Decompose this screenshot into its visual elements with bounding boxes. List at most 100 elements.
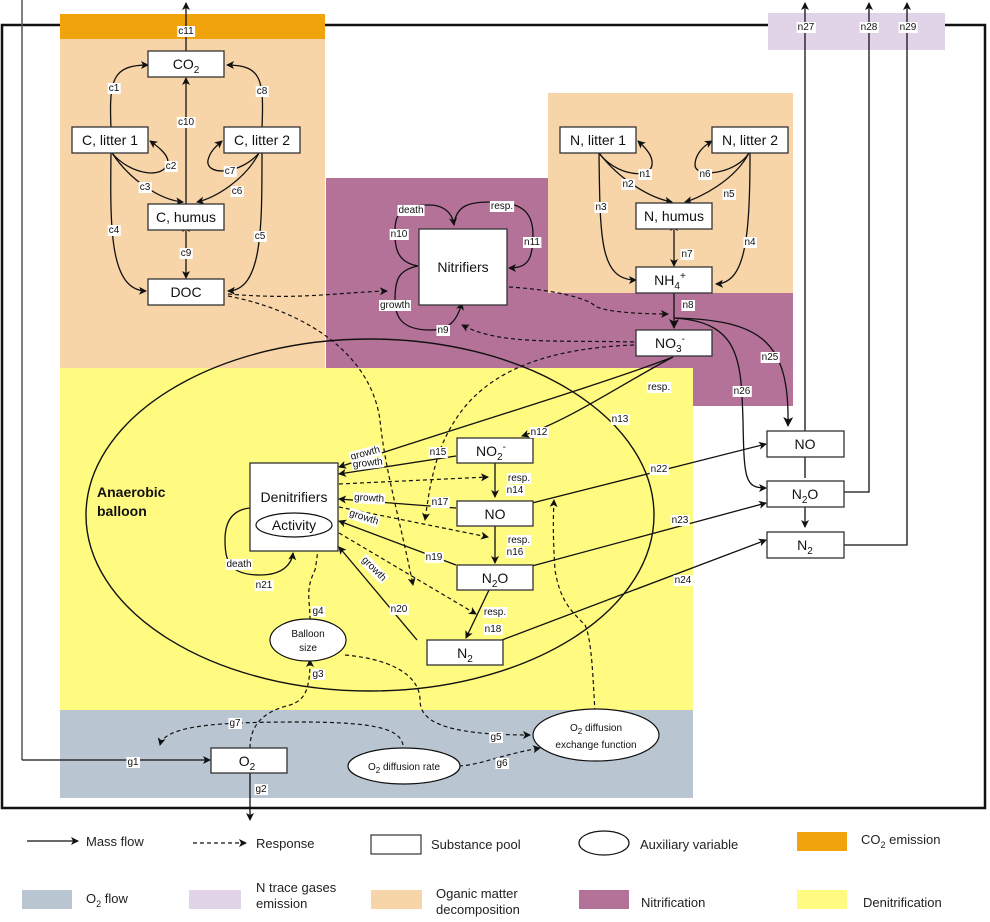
balloon-title-line2: balloon <box>97 503 147 519</box>
flow-label-growth: growth <box>354 492 385 505</box>
aux-activity[interactable] <box>255 512 333 538</box>
svg-text:exchange function: exchange function <box>555 740 636 751</box>
svg-text:N, litter 2: N, litter 2 <box>722 132 778 148</box>
flow-label-resp: resp. <box>491 201 513 212</box>
pool-nh4[interactable]: NH4+ <box>635 266 713 294</box>
pool-n2o-external[interactable]: N2O <box>766 480 845 508</box>
flow-label-bg <box>389 229 409 240</box>
svg-text:N2O: N2O <box>482 570 509 590</box>
pool-n-litter-1[interactable]: N, litter 1 <box>559 126 637 154</box>
aux-o2-exchange-function[interactable]: O2 diffusion exchange function <box>532 708 660 762</box>
flow-label-c11: c11 <box>178 26 194 37</box>
pool-c-litter-2[interactable]: C, litter 2 <box>223 126 301 154</box>
flow-label-bg <box>255 86 269 97</box>
flow-label-bg <box>397 205 425 216</box>
svg-text:NO: NO <box>795 436 816 452</box>
svg-text:Balloon: Balloon <box>291 629 324 640</box>
svg-text:N2O: N2O <box>792 486 819 506</box>
flow-label-resp: resp. <box>508 473 530 484</box>
pool-denitrifiers[interactable]: Denitrifiers Activity <box>249 462 339 552</box>
flow-label-bg <box>177 26 196 37</box>
pool-no3[interactable]: NO3- <box>635 329 713 357</box>
flow-label-bg <box>722 189 736 200</box>
flow-label-n28: n28 <box>861 22 878 33</box>
flow-label-bg <box>505 485 525 496</box>
flow-label-bg <box>351 456 385 471</box>
flow-label-g7: g7 <box>229 718 241 729</box>
aux-balloon-size[interactable]: Balloon size <box>269 618 347 662</box>
flow-label-bg <box>506 473 532 484</box>
flow-label-bg <box>610 414 630 425</box>
svg-text:NO3-: NO3- <box>655 334 685 355</box>
flow-label-bg <box>179 248 193 259</box>
flow-label-n16: n16 <box>507 547 524 558</box>
flow-label-n11: n11 <box>524 237 540 248</box>
legend-n-trace-line1: N trace gases <box>256 880 337 895</box>
flow-label-n17: n17 <box>432 497 449 508</box>
pool-no2[interactable]: NO2- <box>456 437 534 464</box>
n-trace-gas-band <box>768 13 945 50</box>
flow-label-c2: c2 <box>166 161 177 172</box>
pool-co2[interactable]: CO2 <box>147 50 225 78</box>
flow-label-c3: c3 <box>140 182 151 193</box>
flow-label-bg <box>898 22 918 33</box>
flow-label-bg <box>680 249 694 260</box>
pool-n-litter-2[interactable]: N, litter 2 <box>711 126 789 154</box>
pool-n2-external[interactable]: N2 <box>766 531 845 559</box>
flow-label-n14: n14 <box>507 485 524 496</box>
svg-text:size: size <box>299 643 317 654</box>
flow-label-growth: growth <box>352 456 383 470</box>
flow-label-bg <box>489 201 515 212</box>
pool-n2-balloon[interactable]: N2 <box>426 639 504 666</box>
svg-text:C, litter 1: C, litter 1 <box>82 132 138 148</box>
flow-label-bg <box>176 117 196 128</box>
flow-label-n5: n5 <box>723 189 735 200</box>
flow-label-bg <box>424 552 444 563</box>
svg-text:N, litter 1: N, litter 1 <box>570 132 626 148</box>
flow-label-bg <box>670 515 690 526</box>
svg-text:O2 diffusion rate: O2 diffusion rate <box>368 762 441 775</box>
svg-text:O2 diffusion: O2 diffusion <box>570 723 622 736</box>
pool-n-humus[interactable]: N, humus <box>635 202 713 230</box>
legend-auxiliary-variable: Auxiliary variable <box>640 837 738 852</box>
svg-text:C, humus: C, humus <box>156 209 216 225</box>
legend-organic-line2: decomposition <box>436 902 520 917</box>
legend-substance-pool-icon <box>370 834 422 855</box>
svg-text:N2: N2 <box>457 645 473 665</box>
balloon-title-line1: Anaerobic <box>97 484 166 500</box>
anaerobic-balloon <box>85 338 655 692</box>
flow-label-n29: n29 <box>900 22 917 33</box>
flow-label-bg <box>638 169 652 180</box>
pool-c-litter-1[interactable]: C, litter 1 <box>71 126 149 154</box>
pool-no-balloon[interactable]: NO <box>456 500 534 527</box>
pool-doc[interactable]: DOC <box>147 278 225 306</box>
flow-label-bg <box>254 580 274 591</box>
svg-text:C, litter 2: C, litter 2 <box>234 132 290 148</box>
pool-nitrifiers[interactable]: Nitrifiers <box>418 228 508 306</box>
flow-label-g5: g5 <box>490 732 502 743</box>
flow-label-bg <box>698 169 712 180</box>
flow-label-g6: g6 <box>496 758 508 769</box>
pool-n2o-balloon[interactable]: N2O <box>456 564 534 591</box>
pool-c-humus[interactable]: C, humus <box>147 203 225 231</box>
flow-label-c1: c1 <box>109 83 120 94</box>
flow-label-bg <box>489 732 503 743</box>
flow-label-bg <box>673 575 693 586</box>
svg-text:Nitrifiers: Nitrifiers <box>437 259 488 275</box>
flow-label-bg <box>506 535 532 546</box>
aux-o2-diffusion-rate[interactable]: O2 diffusion rate <box>347 747 461 785</box>
pool-no-external[interactable]: NO <box>766 430 845 458</box>
flow-label-n4: n4 <box>744 237 756 248</box>
legend-n-trace-swatch <box>189 890 241 909</box>
pool-o2[interactable]: O2 <box>210 747 288 774</box>
flow-label-bg <box>164 161 178 172</box>
legend-n-trace-line2: emission <box>256 896 307 911</box>
flow-label-bg <box>505 547 525 558</box>
svg-text:NO2-: NO2- <box>476 442 506 463</box>
legend-organic-line1: Oganic matter <box>436 886 518 901</box>
flow-label-bg <box>348 444 383 464</box>
flow-label-bg <box>311 606 325 617</box>
flow-label-resp: resp. <box>648 382 670 393</box>
flow-label-n12: n12 <box>531 427 548 438</box>
flow-label-bg <box>681 300 695 311</box>
